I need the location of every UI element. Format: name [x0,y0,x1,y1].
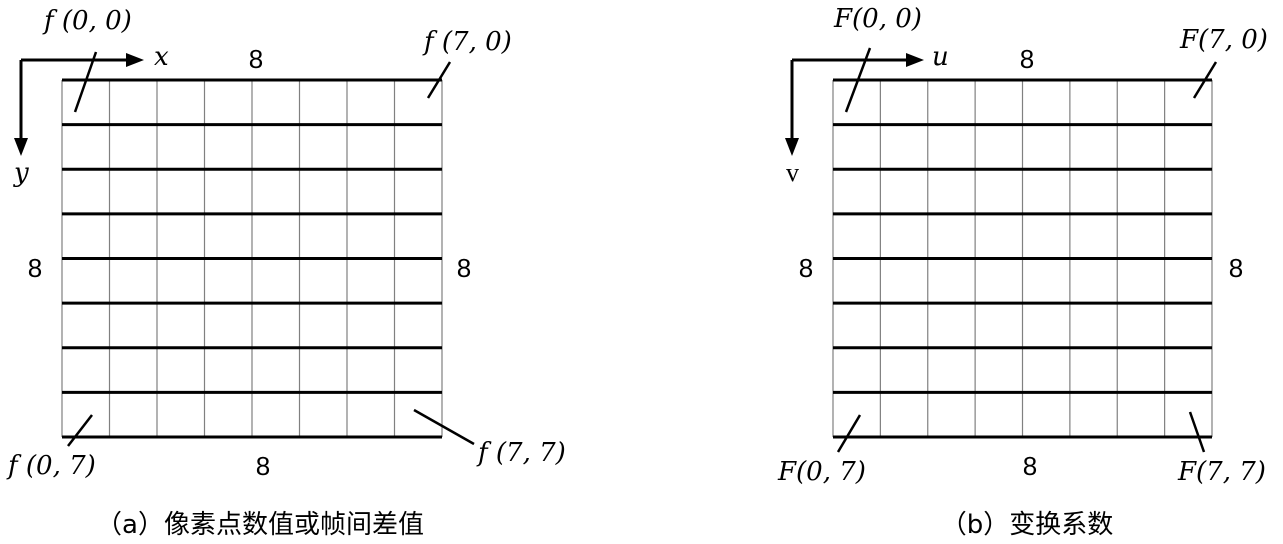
size-label-left: 8 [28,253,42,283]
leader-line-f00 [73,51,98,113]
panel-b: u v 8 8 8 8 F(0, 0) F(7, 0) F(0, 7) F(7,… [777,4,1268,540]
grid-a-8x8 [61,78,443,439]
size-label-bottom: 8 [1023,451,1037,481]
u-axis-arrowhead [906,53,924,67]
leader-line-f07 [67,414,93,447]
x-axis-label: x [154,42,169,72]
y-axis-label: y [13,158,29,188]
panel-a: x y 8 8 8 8 f (0, 0) f (7, 0) f (0, 7) f… [6,6,566,540]
size-label-right: 8 [457,253,471,283]
size-label-left: 8 [799,253,813,283]
grid-b-8x8 [832,78,1213,439]
leader-line-f70 [426,61,452,99]
size-label-right: 8 [1229,253,1243,283]
axis-arrows-a [14,53,144,156]
size-label-top: 8 [249,44,263,74]
corner-label-F00: F(0, 0) [833,4,922,34]
leader-line-F77 [1188,411,1206,453]
size-label-top: 8 [1020,44,1034,74]
corner-label-f00: f (0, 0) [42,6,132,36]
size-label-bottom: 8 [256,451,270,481]
axis-arrows-b [785,53,924,156]
corner-label-F07: F(0, 7) [777,457,866,487]
caption-b: （b）变换系数 [941,510,1114,540]
corner-label-f77: f (7, 7) [476,438,566,468]
corner-label-F77: F(7, 7) [1177,457,1266,487]
leader-line-f77 [413,408,475,446]
v-axis-arrowhead [785,138,799,156]
y-axis-arrowhead [14,138,28,156]
v-axis-label: v [786,158,799,187]
corner-label-f70: f (7, 0) [422,27,512,57]
corner-label-f07: f (0, 7) [6,451,96,481]
leader-line-F70 [1192,61,1218,99]
u-axis-label: u [932,42,949,72]
corner-label-F70: F(7, 0) [1179,25,1268,55]
leader-line-F00 [844,47,872,113]
caption-a: （a）像素点数值或帧间差值 [96,510,424,540]
leader-line-F07 [836,414,862,453]
x-axis-arrowhead [126,53,144,67]
